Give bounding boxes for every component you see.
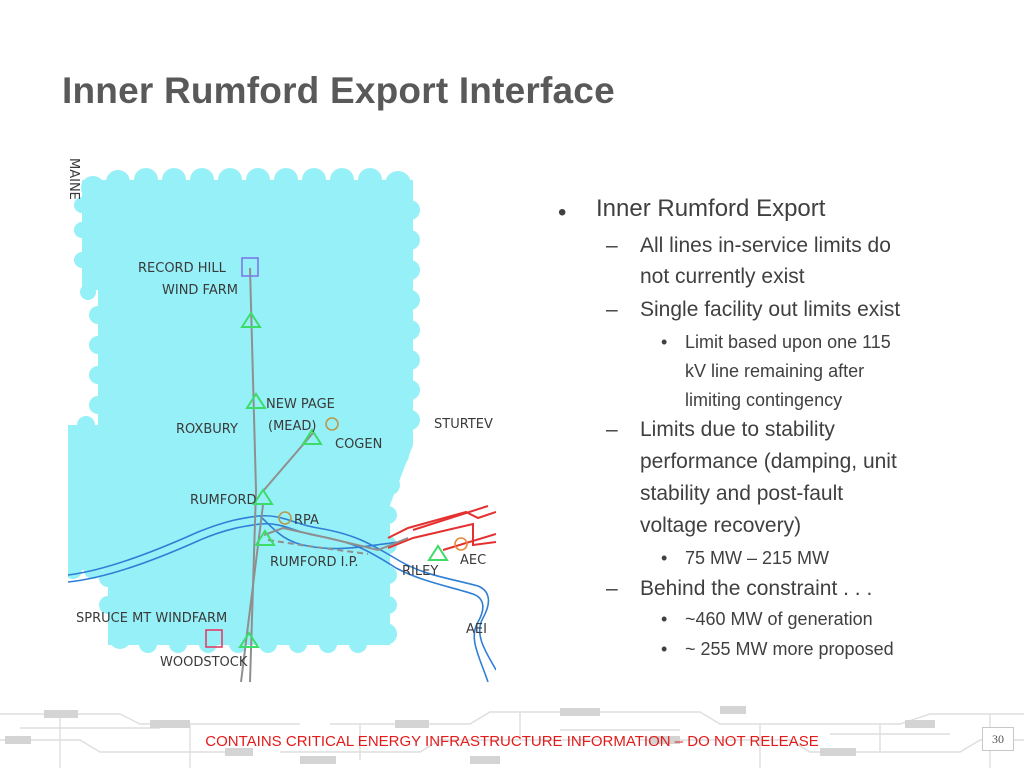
spruce-mt-label: SPRUCE MT WINDFARM — [76, 611, 227, 626]
red-lines — [387, 505, 496, 551]
footer-confidentiality-notice: CONTAINS CRITICAL ENERGY INFRASTRUCTURE … — [205, 733, 819, 750]
bullet-l2-all-lines: All lines in-service limits do — [640, 234, 891, 257]
bullet-marker: • — [661, 609, 668, 629]
rumford-substation-icon — [252, 488, 274, 505]
bullet-l3-limit-based-cont: kV line remaining after — [685, 361, 865, 381]
transmission-map: MAINE — [68, 150, 496, 682]
wind-farm-label: WIND FARM — [162, 283, 238, 298]
dash-marker: – — [606, 577, 618, 600]
aec-label: AEC — [460, 553, 486, 568]
substations — [205, 257, 468, 648]
bullet-marker: • — [558, 199, 567, 226]
cogen-label: COGEN — [335, 437, 382, 452]
bullet-l3-mw-range: 75 MW – 215 MW — [685, 548, 830, 568]
spruce-mt-substation-icon — [238, 631, 260, 648]
bullet-l2-single-facility: Single facility out limits exist — [640, 298, 901, 321]
rpa-generator-icon — [278, 511, 292, 525]
bullet-l3-limit-based: Limit based upon one 115 — [685, 332, 891, 352]
aec-generator-icon — [454, 537, 468, 551]
bullet-l2-stability-cont: performance (damping, unit — [640, 450, 897, 473]
bullet-l1-inner-rumford: Inner Rumford Export — [596, 195, 826, 222]
riley-substation-icon — [427, 544, 449, 561]
bullet-marker: • — [661, 332, 668, 352]
bullet-marker: • — [661, 639, 668, 659]
woodstock-label: WOODSTOCK — [160, 655, 248, 670]
riley-label: RILEY — [402, 564, 438, 579]
bullet-l2-all-lines-cont: not currently exist — [640, 265, 805, 288]
dash-marker: – — [606, 418, 618, 441]
aei-label: AEI — [466, 622, 487, 637]
new-page-substation-icon — [245, 392, 267, 409]
rumford-ip-label: RUMFORD I.P. — [270, 555, 359, 570]
page-number: 30 — [982, 727, 1014, 751]
rpa-label: RPA — [294, 513, 319, 528]
interface-zone — [68, 168, 420, 653]
footer-circuit-svg — [0, 706, 1024, 768]
footer-circuit-decoration — [0, 700, 1024, 768]
bullet-l2-behind-constraint: Behind the constraint . . . — [640, 577, 873, 600]
bullet-l2-stability: Limits due to stability — [640, 418, 835, 441]
roxbury-label: ROXBURY — [176, 422, 238, 437]
dash-marker: – — [606, 234, 618, 257]
maine-label: MAINE — [68, 158, 81, 200]
record-hill-substation-icon — [241, 257, 259, 277]
bullet-marker: • — [661, 548, 668, 568]
rumford-ip-substation-icon — [254, 529, 276, 546]
bullet-l3-limit-based-cont2: limiting contingency — [685, 390, 843, 410]
dash-marker: – — [606, 298, 618, 321]
record-hill-tap-icon — [240, 311, 262, 328]
slide-title: Inner Rumford Export Interface — [62, 70, 615, 111]
record-hill-label: RECORD HILL — [138, 261, 227, 276]
cogen-generator-icon — [325, 417, 339, 431]
mead-label: (MEAD) — [268, 419, 316, 434]
bullet-l3-generation: ~460 MW of generation — [685, 609, 873, 629]
transmission-map-svg: MAINE — [68, 158, 496, 682]
woodstock-substation-icon — [205, 629, 223, 648]
bullet-l2-stability-cont2: stability and post-fault — [640, 482, 844, 505]
bullet-l3-proposed: ~ 255 MW more proposed — [685, 639, 894, 659]
gray-lines — [240, 267, 409, 682]
new-page-label: NEW PAGE — [266, 397, 335, 412]
rumford-label: RUMFORD — [190, 493, 257, 508]
sturtev-label: STURTEV — [434, 417, 493, 432]
cogen-substation-icon — [301, 428, 323, 445]
bullet-l2-stability-cont3: voltage recovery) — [640, 514, 802, 537]
